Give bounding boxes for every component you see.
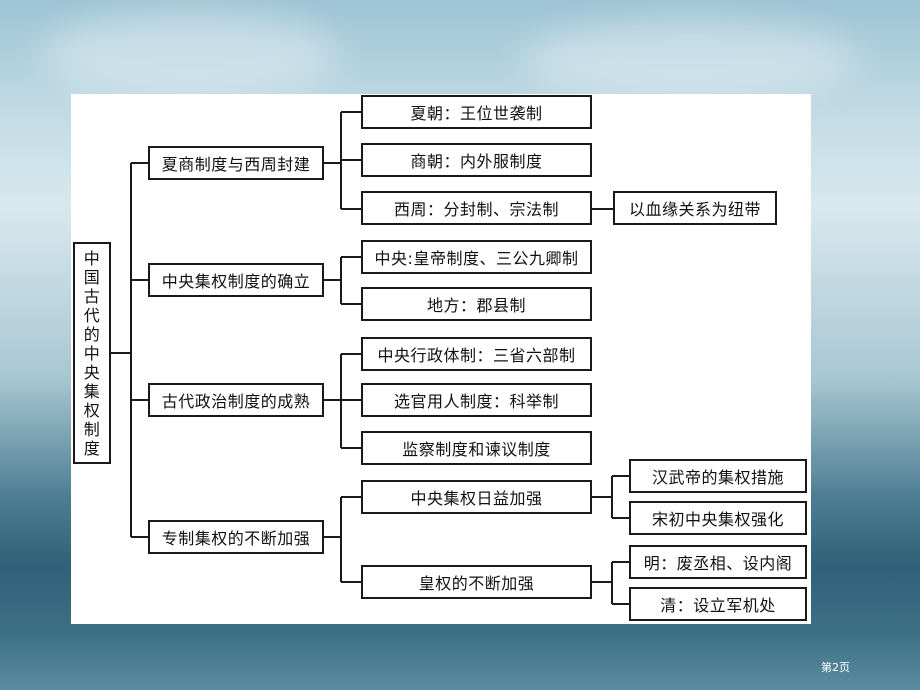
leaf-node: 夏朝：王位世袭制 xyxy=(361,95,592,129)
leaf-node: 中央集权日益加强 xyxy=(361,480,592,514)
leaf-node: 西周：分封制、宗法制 xyxy=(361,191,592,225)
root-node-char: 的 xyxy=(83,324,101,344)
page-number: 第2页 xyxy=(821,661,850,674)
leaf-node: 地方：郡县制 xyxy=(361,287,592,321)
connector-lines xyxy=(111,111,629,605)
root-node-char: 古 xyxy=(83,286,101,306)
branch-node: 夏商制度与西周封建 xyxy=(148,146,324,180)
leaf-node: 皇权的不断加强 xyxy=(361,565,592,599)
detail-node: 宋初中央集权强化 xyxy=(629,501,807,535)
root-node-char: 中 xyxy=(83,248,101,268)
root-node-char: 代 xyxy=(83,305,101,325)
root-node-char: 中 xyxy=(83,343,101,363)
root-node-char: 国 xyxy=(83,267,101,287)
detail-node: 汉武帝的集权措施 xyxy=(629,459,807,493)
leaf-node: 监察制度和谏议制度 xyxy=(361,431,592,465)
root-node-char: 集 xyxy=(83,381,101,401)
root-node-char: 度 xyxy=(83,438,101,458)
detail-node: 清：设立军机处 xyxy=(629,587,807,621)
background-cloud xyxy=(520,20,860,100)
root-node-char: 制 xyxy=(83,419,101,439)
branch-node: 古代政治制度的成熟 xyxy=(148,383,324,417)
background-cloud xyxy=(40,10,340,100)
detail-node: 明：废丞相、设内阁 xyxy=(629,545,807,579)
note-node: 以血缘关系为纽带 xyxy=(613,191,777,225)
leaf-node: 中央:皇帝制度、三公九卿制 xyxy=(361,240,592,274)
root-node-char: 权 xyxy=(83,400,101,420)
leaf-node: 选官用人制度：科举制 xyxy=(361,383,592,417)
root-node-char: 央 xyxy=(83,362,101,382)
root-node: 中国古代的中央集权制度 xyxy=(73,242,111,464)
leaf-node: 中央行政体制：三省六部制 xyxy=(361,337,592,371)
leaf-node: 商朝：内外服制度 xyxy=(361,143,592,177)
branch-node: 专制集权的不断加强 xyxy=(148,520,324,554)
mind-map-card: 中国古代的中央集权制度 夏商制度与西周封建 中央集权制度的确立 古代政治制度的成… xyxy=(71,94,811,624)
branch-node: 中央集权制度的确立 xyxy=(148,263,324,297)
